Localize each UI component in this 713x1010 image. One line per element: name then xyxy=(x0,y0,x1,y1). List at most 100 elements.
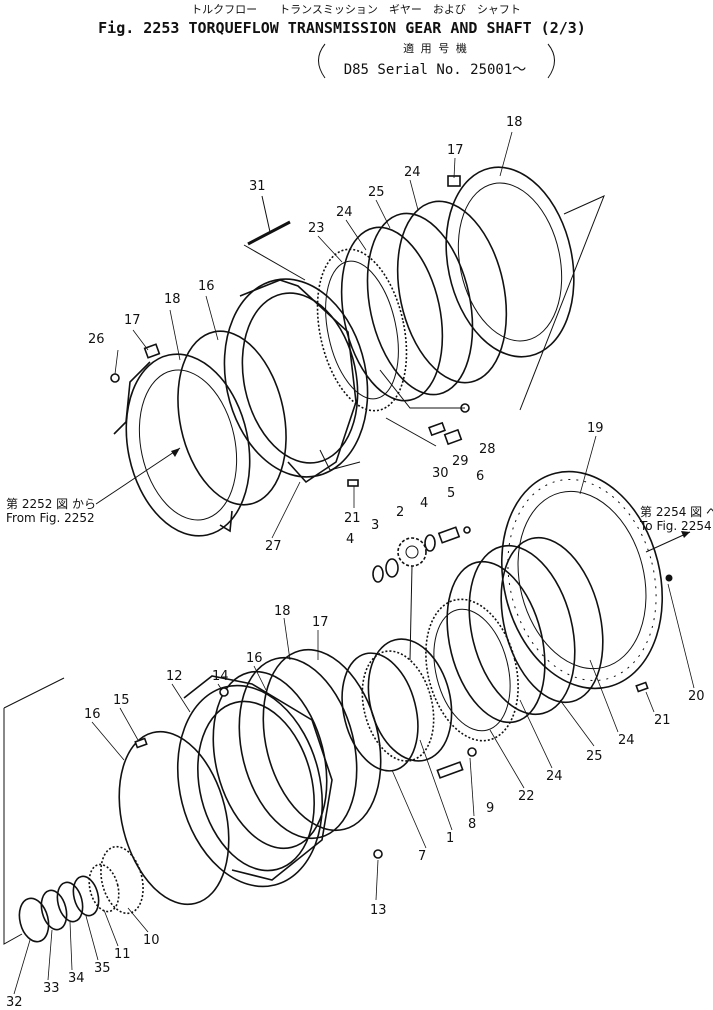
nut-13 xyxy=(373,849,383,859)
leader-31 xyxy=(261,195,271,233)
ring-35 xyxy=(72,875,100,917)
callout-label: 27 xyxy=(265,539,282,554)
applicable-models-label: 適 用 号 機 xyxy=(403,41,467,55)
callout-label: 17 xyxy=(312,615,329,630)
from-ref-jp: 第 2252 図 から xyxy=(6,497,96,511)
callout-label: 19 xyxy=(587,421,604,436)
assembly-bracket-lower xyxy=(3,708,23,945)
leader-29-30 xyxy=(385,417,437,447)
ring-33 xyxy=(40,889,68,931)
callout-label: 18 xyxy=(274,604,291,619)
to-arrow-head xyxy=(681,531,690,538)
callout-label: 33 xyxy=(43,981,60,996)
assembly-bracket-mid xyxy=(243,244,306,281)
callout-label: 18 xyxy=(506,115,523,130)
gear-10 xyxy=(88,845,144,915)
ring-gear-23 xyxy=(316,248,408,412)
callout-label: 32 xyxy=(6,995,23,1010)
leader-lines xyxy=(13,131,695,995)
callout-label: 9 xyxy=(486,801,494,816)
callout-label: 22 xyxy=(518,789,535,804)
plate-25-upper xyxy=(366,212,474,396)
callout-label: 21 xyxy=(344,511,361,526)
carrier-1 xyxy=(361,638,453,762)
callout-label: 24 xyxy=(618,733,635,748)
bolt-29 xyxy=(443,428,463,446)
assembly-bracket-lower-top xyxy=(3,677,65,709)
to-ref-en: To Fig. 2254 xyxy=(639,519,712,533)
callout-label: 10 xyxy=(143,933,160,948)
bolt-30 xyxy=(428,421,446,437)
pin-21-upper xyxy=(347,479,359,487)
ring-16-upper xyxy=(177,330,287,506)
callout-label: 24 xyxy=(336,205,353,220)
plate-18-left xyxy=(113,353,251,537)
callout-label: 24 xyxy=(404,165,421,180)
plate-19 xyxy=(500,470,664,690)
callout-label: 5 xyxy=(447,486,455,501)
callout-label: 14 xyxy=(212,669,229,684)
callout-label: 16 xyxy=(198,279,215,294)
callout-label: 3 xyxy=(371,518,379,533)
callout-label: 4 xyxy=(346,532,354,547)
housing-27 xyxy=(223,278,369,484)
japanese-title: トルクフロー トランスミッション ギヤー および シャフト xyxy=(191,3,521,16)
callout-label: 1 xyxy=(446,831,454,846)
nut-26 xyxy=(110,373,120,383)
plate-25-lower xyxy=(468,544,576,716)
to-ref-jp: 第 2254 図 へ xyxy=(640,505,713,519)
callout-label: 25 xyxy=(586,749,603,764)
callout-label: 20 xyxy=(688,689,705,704)
callout-label: 28 xyxy=(479,442,496,457)
housing-12 xyxy=(176,675,333,888)
callout-label: 17 xyxy=(447,143,464,158)
callout-labels: 1 2 3 4 4 5 6 7 8 9 10 11 12 13 14 15 16… xyxy=(6,115,705,1010)
callout-label: 7 xyxy=(418,849,426,864)
figure-title: Fig. 2253 TORQUEFLOW TRANSMISSION GEAR A… xyxy=(98,19,586,37)
ring-16-lower-a xyxy=(212,670,328,850)
ring-7 xyxy=(341,652,419,772)
callout-label: 30 xyxy=(432,466,449,481)
assembly-bracket-upper xyxy=(519,195,605,411)
callout-label: 12 xyxy=(166,669,183,684)
callout-label: 16 xyxy=(246,651,263,666)
ring-gear-22 xyxy=(425,598,519,742)
callout-label: 23 xyxy=(308,221,325,236)
pin-31 xyxy=(247,220,291,246)
pin-21-right xyxy=(635,681,649,693)
callout-label: 21 xyxy=(654,713,671,728)
callout-label: 24 xyxy=(546,769,563,784)
callout-label: 8 xyxy=(468,817,476,832)
plate-18-right xyxy=(445,166,575,358)
callout-label: 2 xyxy=(396,505,404,520)
pin-15 xyxy=(134,737,148,749)
disk-24-upper-a xyxy=(340,226,444,402)
serial-left-paren xyxy=(318,43,326,79)
callout-label: 11 xyxy=(114,947,131,962)
callout-label: 6 xyxy=(476,469,484,484)
from-arrow-head xyxy=(171,448,180,457)
bearing-4-right xyxy=(424,534,436,552)
ring-34 xyxy=(56,881,84,923)
callout-label: 16 xyxy=(84,707,101,722)
callout-label: 26 xyxy=(88,332,105,347)
ball-6 xyxy=(463,526,471,534)
disk-24-lower-c xyxy=(433,608,511,732)
disk-24-lower-a xyxy=(500,536,604,704)
gear-2 xyxy=(397,537,427,567)
from-ref-en: From Fig. 2252 xyxy=(6,511,95,525)
shaft-5 xyxy=(437,526,461,544)
ring-16-lower-b xyxy=(118,730,230,906)
tab-17-left xyxy=(143,343,161,359)
plate-18-lower xyxy=(238,656,358,840)
washer-9 xyxy=(467,747,477,757)
from-fig-arrow xyxy=(95,447,181,505)
to-fig-arrow xyxy=(645,531,691,553)
leader-28 xyxy=(379,369,465,409)
serial-right-paren xyxy=(547,43,555,79)
callout-label: 15 xyxy=(113,693,130,708)
callout-label: 35 xyxy=(94,961,111,976)
callout-label: 17 xyxy=(124,313,141,328)
gear-2-hub xyxy=(405,545,419,559)
